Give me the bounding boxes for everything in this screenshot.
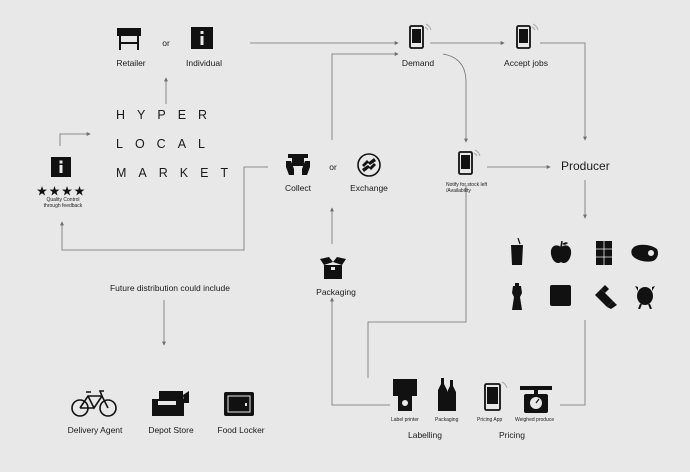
juice-icon xyxy=(509,237,525,271)
bicycle-icon xyxy=(71,390,117,423)
label-printer-label: Label printer xyxy=(391,417,419,423)
info-icon xyxy=(51,157,71,182)
weighed-produce-label: Weighed produce xyxy=(515,417,555,423)
phone-icon xyxy=(409,22,433,55)
depot-store-label: Depot Store xyxy=(148,425,194,435)
producer-label: Producer xyxy=(561,159,610,173)
pricing-label: Pricing xyxy=(499,430,525,440)
open-box-icon xyxy=(320,256,346,285)
demand-label: Demand xyxy=(401,58,435,68)
phone-icon xyxy=(516,22,540,55)
or-label-top: or xyxy=(162,38,170,48)
title-local: LOCAL xyxy=(116,137,217,151)
star-icon xyxy=(49,186,60,196)
packaging-label: Packaging xyxy=(316,287,356,297)
quality-line2: through feedback xyxy=(43,203,83,209)
packaging-small-label: Packaging xyxy=(435,417,459,423)
accept-jobs-label: Accept jobs xyxy=(504,58,548,68)
chicken-icon xyxy=(634,283,656,314)
food-locker-label: Food Locker xyxy=(217,425,265,435)
phone-icon xyxy=(458,148,482,181)
scale-icon xyxy=(520,386,552,419)
star-icon xyxy=(74,186,85,196)
market-stall-icon xyxy=(116,27,142,56)
quality-control-label: Quality Control through feedback xyxy=(38,197,88,209)
locker-icon xyxy=(223,391,255,422)
labelling-label: Labelling xyxy=(407,430,443,440)
hands-box-icon xyxy=(285,153,311,182)
bread-icon xyxy=(550,285,571,311)
star-icon xyxy=(37,186,47,196)
title-market: MARKET xyxy=(116,166,241,180)
quality-line1: Quality Control xyxy=(46,197,80,203)
or-label-mid: or xyxy=(329,162,337,172)
info-icon xyxy=(191,27,213,54)
retailer-label: Retailer xyxy=(116,58,146,68)
title-hyper: HYPER xyxy=(116,108,220,122)
chocolate-icon xyxy=(596,241,612,270)
individual-label: Individual xyxy=(186,58,222,68)
star-rating xyxy=(37,183,85,201)
notify-label: Notify for stock left /Availability xyxy=(446,182,487,194)
phone-icon xyxy=(484,380,508,417)
notify-line1: Notify for stock left xyxy=(446,182,488,188)
depot-icon xyxy=(151,389,191,422)
exchange-label: Exchange xyxy=(350,183,388,193)
exchange-icon xyxy=(356,152,382,183)
bottles-icon xyxy=(437,378,457,417)
collect-label: Collect xyxy=(285,183,311,193)
delivery-agent-label: Delivery Agent xyxy=(67,425,123,435)
future-distribution-label: Future distribution could include xyxy=(109,283,231,293)
pepper-mill-icon xyxy=(511,283,523,316)
label-printer-icon xyxy=(392,378,418,417)
star-icon xyxy=(62,186,72,196)
notify-line2: /Availability xyxy=(446,188,471,194)
meat-icon xyxy=(631,244,659,267)
apple-icon xyxy=(550,240,572,270)
glove-icon xyxy=(593,285,617,314)
pricing-app-label: Pricing App xyxy=(477,417,503,423)
